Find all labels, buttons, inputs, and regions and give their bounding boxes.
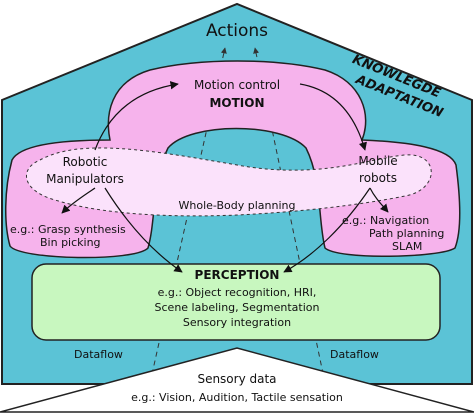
sensory-data-title: Sensory data [197, 372, 276, 386]
sensory-data-examples: e.g.: Vision, Audition, Tactile sensatio… [131, 391, 343, 404]
dataflow-label-left: Dataflow [74, 348, 123, 361]
arrow-manipulators-to-perception [104, 187, 183, 273]
manipulators-examples-line1: e.g.: Grasp synthesis [10, 223, 126, 236]
sensory-triangle [0, 347, 474, 413]
perception-examples-line2: Scene labeling, Segmentation [155, 301, 320, 314]
mobile-examples-line2: Path planning [369, 227, 444, 240]
mobile-examples-line3: SLAM [392, 240, 422, 253]
manipulators-label-line2: Manipulators [46, 172, 124, 186]
motion-control-label: Motion control [194, 78, 280, 92]
perception-label: PERCEPTION [195, 268, 280, 282]
whole-body-band [26, 147, 432, 217]
dataflow-label-right: Dataflow [330, 348, 379, 361]
arrow-manipulators-to-motion-control [94, 81, 179, 151]
arrow-motion-control-to-mobile [299, 83, 367, 151]
arrow-mobile-to-navigation [369, 187, 389, 213]
perception-region [31, 263, 441, 341]
perception-examples-line1: e.g.: Object recognition, HRI, [158, 286, 317, 299]
manipulators-examples-line2: Bin picking [40, 236, 101, 249]
whole-body-label: Whole-Body planning [179, 199, 296, 212]
mobile-label-line1: Mobile [358, 154, 397, 168]
arrow-manipulators-to-grasp [61, 187, 96, 214]
mobile-examples-line1: e.g.: Navigation [342, 214, 429, 227]
arrow-mobile-to-perception [283, 187, 371, 273]
mobile-label-line2: robots [359, 171, 397, 185]
flow-arrows [61, 81, 389, 273]
manipulators-label-line1: Robotic [63, 155, 108, 169]
perception-examples-line3: Sensory integration [183, 316, 291, 329]
motion-label: MOTION [209, 96, 264, 110]
actions-title: Actions [206, 21, 268, 41]
